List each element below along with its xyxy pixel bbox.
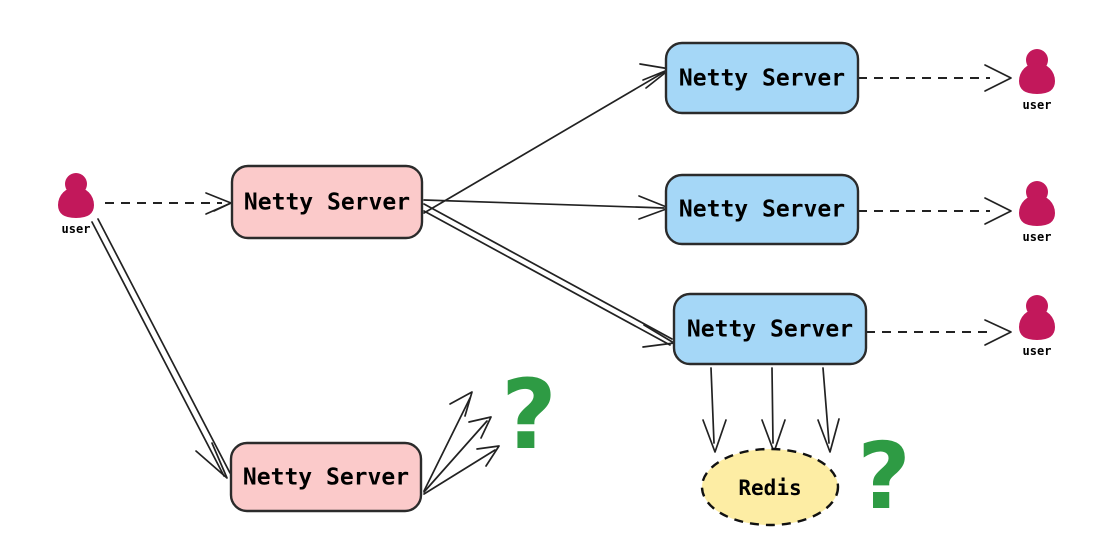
avatar-body-icon bbox=[1019, 195, 1055, 226]
node-redis[interactable]: Redis bbox=[700, 447, 840, 527]
actor-user-a[interactable]: user bbox=[1019, 49, 1055, 112]
node-netty-a[interactable]: Netty Server bbox=[664, 41, 860, 115]
edge-netty-c-to-user-c bbox=[866, 319, 1012, 346]
node-netty-entry[interactable]: Netty Server bbox=[230, 164, 424, 240]
edge-netty-alt-to-question-2 bbox=[423, 416, 492, 493]
edge-netty-b-to-user-b bbox=[858, 197, 1012, 225]
actor-user-b[interactable]: user bbox=[1019, 181, 1055, 244]
node-shape bbox=[664, 41, 860, 115]
node-label: Netty Server bbox=[679, 66, 845, 92]
actor-user-left[interactable]: user bbox=[58, 173, 94, 236]
node-shape bbox=[672, 292, 868, 366]
node-label: Netty Server bbox=[679, 197, 845, 223]
question-mark-left: ? bbox=[501, 359, 557, 471]
question-mark-right: ? bbox=[857, 423, 910, 530]
node-netty-c[interactable]: Netty Server bbox=[672, 292, 868, 366]
avatar-body-icon bbox=[58, 187, 94, 218]
node-label: Redis bbox=[738, 476, 801, 500]
node-label: Netty Server bbox=[244, 190, 410, 216]
avatar-body-icon bbox=[1019, 309, 1055, 340]
edge-netty-entry-to-netty-b bbox=[423, 195, 670, 220]
actor-label: user bbox=[1023, 344, 1052, 358]
node-netty-alt[interactable]: Netty Server bbox=[229, 441, 423, 513]
edge-user-left-to-netty-alt bbox=[91, 218, 231, 479]
edge-netty-a-to-user-a bbox=[858, 64, 1012, 92]
actor-label: user bbox=[1023, 230, 1052, 244]
edge-netty-alt-to-question-1 bbox=[423, 391, 473, 492]
node-shape bbox=[229, 441, 423, 513]
node-shape bbox=[700, 447, 840, 527]
edge-netty-c-to-redis-2 bbox=[761, 367, 786, 453]
node-shape bbox=[664, 173, 860, 246]
edge-netty-c-to-redis-1 bbox=[702, 367, 727, 453]
actor-label: user bbox=[62, 222, 91, 236]
edge-netty-c-to-redis-3 bbox=[817, 367, 840, 453]
node-label: Netty Server bbox=[687, 317, 853, 343]
actor-label: user bbox=[1023, 98, 1052, 112]
node-label: Netty Server bbox=[243, 465, 409, 491]
edge-user-left-to-netty-entry bbox=[105, 192, 232, 215]
node-netty-b[interactable]: Netty Server bbox=[664, 173, 860, 246]
edge-netty-entry-to-netty-a bbox=[423, 63, 671, 214]
avatar-body-icon bbox=[1019, 63, 1055, 94]
node-shape bbox=[230, 164, 424, 240]
edge-netty-entry-to-netty-c bbox=[423, 203, 675, 348]
edge-group bbox=[91, 63, 1012, 495]
actor-user-c[interactable]: user bbox=[1019, 295, 1055, 358]
edge-netty-alt-to-question-3 bbox=[423, 445, 500, 495]
